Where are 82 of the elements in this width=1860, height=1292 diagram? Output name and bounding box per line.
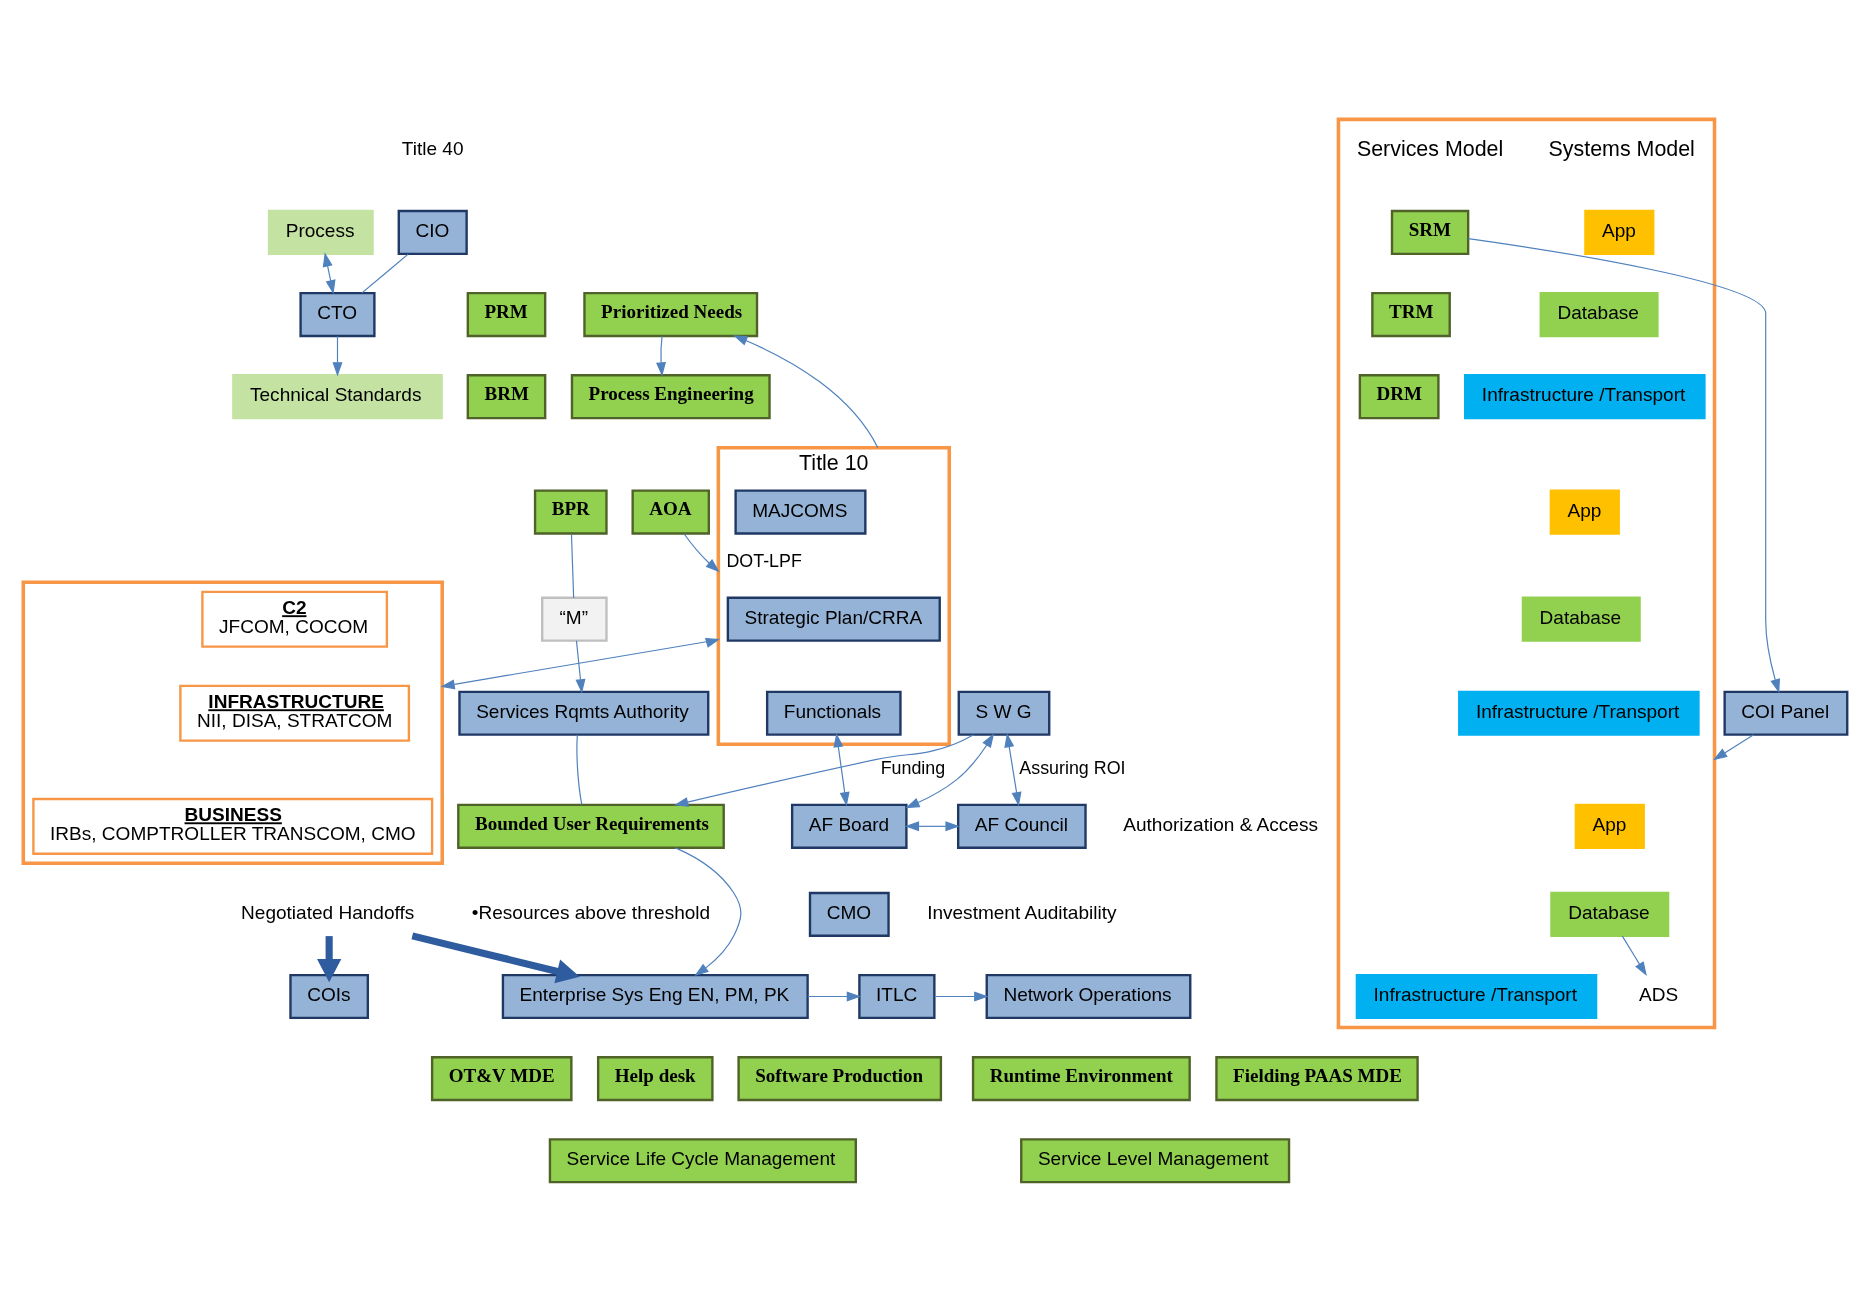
node-text: ADS bbox=[1638, 984, 1678, 1006]
node-box: AF Council bbox=[956, 803, 1087, 849]
arrow bbox=[832, 732, 850, 807]
node-box: Fielding PAAS MDE bbox=[1214, 1056, 1419, 1102]
label: Services Model bbox=[1356, 136, 1503, 161]
node-box: Process Engineering bbox=[570, 374, 771, 420]
node-box: App bbox=[1574, 803, 1645, 849]
arrow bbox=[655, 335, 666, 377]
node-box: Strategic Plan/CRRA bbox=[726, 596, 941, 642]
node-box: Functionals bbox=[765, 690, 902, 736]
node-box: Service Level Management bbox=[1019, 1138, 1290, 1184]
node-box: ITLC bbox=[857, 973, 936, 1020]
node-box: BUSINESS IRBs, COMPTROLLER TRANSCOM, CMO bbox=[31, 797, 433, 855]
node-box: CTO bbox=[298, 291, 376, 338]
node-box: CIO bbox=[397, 209, 468, 255]
label: Systems Model bbox=[1548, 136, 1695, 161]
arrow bbox=[332, 335, 342, 377]
node-box: Runtime Environment bbox=[971, 1056, 1191, 1102]
node-box: Database bbox=[1539, 291, 1659, 338]
arrow bbox=[574, 640, 585, 694]
node-box: SRM bbox=[1390, 209, 1469, 255]
arrow bbox=[933, 991, 988, 1002]
connector bbox=[570, 533, 574, 599]
node-box: “M” bbox=[540, 596, 608, 642]
node-box: Infrastructure /Transport bbox=[1457, 690, 1700, 736]
label: Title 40 bbox=[401, 137, 464, 159]
node-box: Enterprise Sys Eng EN, PM, PK bbox=[501, 973, 809, 1020]
node-box: App bbox=[1583, 209, 1654, 255]
node-box: C2 JFCOM, COCOM bbox=[200, 590, 388, 648]
node-box: Technical Standards bbox=[231, 374, 443, 420]
node-box: COIs bbox=[288, 973, 369, 1020]
arrow bbox=[682, 533, 720, 573]
arrow bbox=[674, 847, 741, 976]
node-box: DRM bbox=[1358, 374, 1440, 420]
node-box: S W G bbox=[957, 690, 1050, 736]
connector bbox=[575, 734, 582, 806]
node-box: Software Production bbox=[736, 1056, 942, 1102]
node-box: AOA bbox=[630, 489, 710, 535]
arrow bbox=[1712, 734, 1754, 761]
label: Investment Auditability bbox=[926, 901, 1117, 923]
node-box: Process bbox=[267, 209, 374, 255]
node-box: OT&V MDE bbox=[430, 1056, 573, 1102]
edge-label: Assuring ROI bbox=[1018, 757, 1125, 778]
arrow bbox=[1621, 935, 1647, 977]
node-box: BRM bbox=[466, 374, 546, 420]
node-box: Database bbox=[1549, 891, 1669, 937]
node-box: CMO bbox=[808, 891, 890, 937]
arrow bbox=[1003, 732, 1021, 807]
node-box: Infrastructure /Transport bbox=[1463, 374, 1706, 420]
node-label: Authorization & Access bbox=[1122, 813, 1318, 835]
node-box: Bounded User Requirements bbox=[456, 803, 725, 849]
node-box: Services Rqmts Authority bbox=[457, 690, 709, 736]
node-box: AF Board bbox=[790, 803, 908, 849]
node-box: Database bbox=[1521, 596, 1641, 642]
arrow bbox=[806, 991, 861, 1002]
node-box: TRM bbox=[1370, 291, 1451, 338]
node-box: BPR bbox=[533, 489, 608, 535]
node-box: Service Life Cycle Management bbox=[548, 1138, 857, 1184]
arrow bbox=[439, 638, 720, 690]
arrow bbox=[322, 252, 335, 295]
cluster bbox=[21, 580, 444, 865]
node-box: MAJCOMS bbox=[733, 489, 867, 535]
node-box: PRM bbox=[466, 291, 546, 338]
node-box: Help desk bbox=[596, 1056, 714, 1102]
arrow bbox=[732, 335, 878, 449]
edge-label: DOT-LPF bbox=[725, 550, 802, 571]
node-text: Negotiated Handoffs bbox=[240, 901, 414, 923]
node-box: Network Operations bbox=[985, 973, 1191, 1020]
node-box: Prioritized Needs bbox=[582, 291, 758, 338]
arrow bbox=[904, 821, 960, 832]
node-box: INFRASTRUCTURE NII, DISA, STRATCOM bbox=[178, 684, 410, 742]
node-box: COI Panel bbox=[1722, 690, 1848, 736]
arrow bbox=[673, 734, 974, 807]
node-box: Infrastructure /Transport bbox=[1355, 973, 1597, 1020]
connector bbox=[360, 253, 409, 294]
label: •Resources above threshold bbox=[471, 901, 710, 923]
arrow bbox=[410, 932, 580, 984]
arrow bbox=[904, 733, 994, 809]
edge-label: Funding bbox=[880, 757, 945, 778]
node-box: App bbox=[1549, 489, 1620, 535]
arrow bbox=[1467, 238, 1780, 694]
cluster bbox=[1336, 117, 1716, 1030]
